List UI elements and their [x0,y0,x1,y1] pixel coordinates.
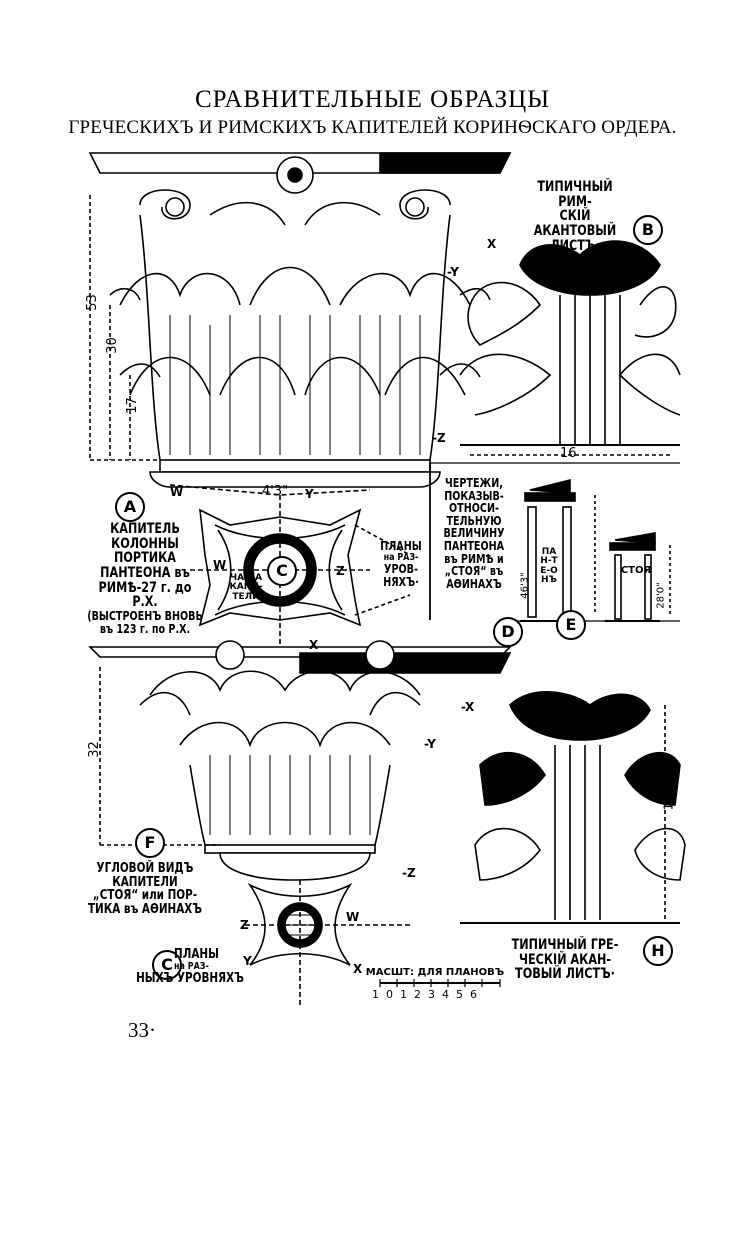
dimension-463: 46'3" [519,572,531,599]
marker-f: F [135,828,165,858]
roman-leaf-caption: ТИПИЧНЫЙ РИМ- СКІЙ АКАНТОВЫЙ ЛИСТЪ· [533,179,617,254]
axis-z-plan: Z [336,564,345,578]
axis-y-mid: -Y [424,737,436,751]
scale-title: МАСШТ: ДЛЯ ПЛАНОВЪ [365,967,505,978]
axis-x-top: X [487,237,497,251]
marker-a: A [115,492,145,522]
axis-x-mid: -X [461,700,475,714]
plan-c-bottom-drawing [245,880,410,1005]
marker-d: D [493,617,523,647]
axis-w-plan: W [213,558,227,572]
dimension-17: 17 [124,397,140,414]
axis-z-top: -Z [432,431,446,445]
pantheon-capital-caption: КАПИТЕЛЬ КОЛОННЫ ПОРТИКА ПАНТЕОНА въ РИМ… [87,521,203,636]
dimension-30: 30 [104,337,120,354]
stoa-label: СТОЯ [620,565,652,576]
dimension-16: 16 [560,446,577,461]
marker-e: E [556,610,586,640]
roman-capital-drawing [88,152,512,488]
pantheon-and-stoa-elevations [510,478,680,622]
plans-levels-caption-top: ПЛАНЫ на РАЗ- УРОВ- НЯХЪ· [380,539,422,589]
plate-title: СРАВНИТЕЛЬНЫЕ ОБРАЗЦЫ [194,86,551,113]
page-number: 33· [128,1018,156,1042]
dimension-11-quarter: 11¼ [661,783,676,811]
axis-w-mid: W [484,655,498,669]
plate-subtitle: ГРЕЧЕСКИХЪ И РИМСКИХЪ КАПИТЕЛЕЙ КОРИНѲСК… [68,117,677,138]
stoa-corner-caption: УГЛОВОЙ ВИДЪ КАПИТЕЛИ „СТОЯ“ или ПОР- ТИ… [87,861,203,917]
scale-numbers: 1 0 1 2 3 4 5 6 [372,988,477,1001]
plans-levels-caption-bottom: ПЛАНЫ на РАЗ- НЫХЪ УРОВНЯХЪ [136,947,244,987]
greek-capital-drawing [88,640,512,881]
dimension-53: 53 [84,294,100,311]
bell-label: ЧАША КАПИ- ТЕЛИ [229,573,263,602]
dimension-43: 4'3" [262,484,289,499]
dimension-32: 32 [86,741,102,758]
axis-y-plan: Y [305,487,314,501]
axis-z-bottom: Z [240,918,249,932]
marker-b: B [633,215,663,245]
axis-w-bottom: W [346,910,360,924]
axis-y-bottom: Y [243,954,252,968]
marker-h: H [643,936,673,966]
roman-acanthus-leaf-drawing [459,240,681,456]
greek-leaf-caption: ТИПИЧНЫЙ ГРЕ- ЧЕСКІЙ АКАН- ТОВЫЙ ЛИСТЪ· [511,937,619,983]
axis-x-plan: X [309,638,319,652]
axis-y-top: -Y [447,265,459,279]
marker-c-bottom: C [152,950,182,980]
axis-x-bottom: X [353,962,363,976]
greek-acanthus-leaf-drawing [460,691,686,924]
pantheon-label: ПАН-ТЕ-ОНЪ [540,547,558,586]
axis-w-top: W [170,485,184,499]
plan-scale-bar [379,979,501,987]
dimension-280: 28'0" [655,582,667,609]
axis-z-mid: -Z [402,866,416,880]
relative-size-caption: ЧЕРТЕЖИ, ПОКАЗЫВ- ОТНОСИ- ТЕЛЬНУЮ ВЕЛИЧИ… [443,476,505,591]
plate-illustration [88,152,686,1005]
marker-c-top: C [267,556,297,586]
